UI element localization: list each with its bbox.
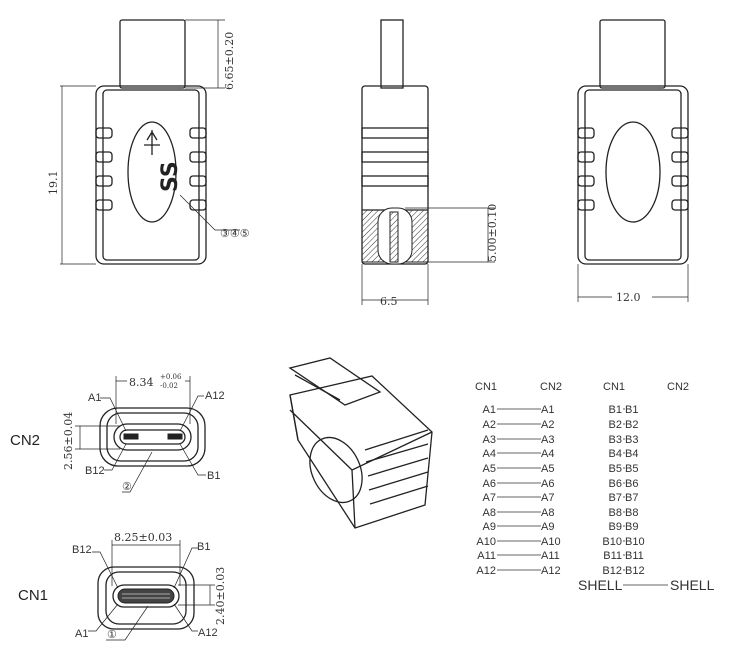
front-view: SS ③④⑤ 19.1 6.65±0.20 [47,19,250,265]
pinout-cn1-pin: A9 [483,521,496,533]
pinout-cn1-pin: A2 [483,419,496,431]
cn1-height-dimension: 2.40±0.03 [214,567,227,625]
pinout-header: CN1 [603,381,625,393]
pinout-cn2-pin: A6 [541,478,554,490]
pinout-cn2-pin: A8 [541,507,554,519]
cn2-face: CN2 8.34 +0.06 -0.02 2.56±0.04 A1 A12 B1… [10,372,225,493]
pinout-cn1-pin: A10 [476,536,496,548]
pinout-cn2-pin: B7 [625,492,638,504]
cn2-pin-label: A12 [205,390,225,402]
pinout-cn1-pin: B9 [609,521,622,533]
pinout-cn1-pin: B6 [609,478,622,490]
pinout-cn1-pin: B3 [609,434,622,446]
pinout-cn2-pin: B6 [625,478,638,490]
pinout-cn1-pin: B8 [609,507,622,519]
pinout-cn2-pin: B3 [625,434,638,446]
pinout-cn2-pin: B9 [625,521,638,533]
pinout-cn1-pin: A12 [476,565,496,577]
cn1-pin-label: A12 [198,627,218,639]
pinout-cn1-pin: B12 [602,565,622,577]
pinout-cn2-pin: B12 [625,565,645,577]
depth-dimension: 5.00±0.10 [486,204,499,262]
pinout-shell-cn2: SHELL [670,577,715,593]
pinout-cn1-pin: A8 [483,507,496,519]
pinout-cn2-pin: A7 [541,492,554,504]
cn2-pin-label: B12 [85,465,105,477]
pinout-header: CN2 [540,381,562,393]
side-width-dimension: 6.5 [380,295,398,308]
pinout-cn1-pin: A3 [483,434,496,446]
pinout-cn2-pin: B10 [625,536,645,548]
cn2-width-dimension: 8.34 [129,376,154,389]
length-dimension: 19.1 [47,171,60,196]
cn1-pin-label: A1 [75,628,88,640]
cn2-pin-label: A1 [88,392,101,404]
pinout-cn1-pin: A4 [483,448,496,460]
cn2-tolerance-plus: +0.06 [160,373,182,381]
pinout-cn2-pin: A2 [541,419,554,431]
cn2-tolerance-minus: -0.02 [160,382,178,390]
pinout-header: CN1 [475,381,497,393]
cn1-pin-label: B1 [197,541,210,553]
pinout-cn1-pin: B11 [603,550,622,562]
pinout-cn1-pin: A11 [477,550,496,562]
pinout-cn1-pin: B1 [609,404,622,416]
pinout-cn2-pin: B4 [625,448,638,460]
pinout-cn2-pin: A3 [541,434,554,446]
cn1-face: CN1 8.25±0.03 2.40±0.03 B12 B1 A1 A12 ① [18,531,227,641]
part-callout: ① [107,628,117,641]
pinout-cn1-pin: B5 [609,463,622,475]
cn2-label: CN2 [10,432,40,449]
pinout-cn1-pin: A7 [483,492,496,504]
cn2-height-dimension: 2.56±0.04 [62,412,75,470]
pinout-cn2-pin: A4 [541,448,554,460]
pinout-cn1-pin: A5 [483,463,496,475]
pinout-cn2-pin: A9 [541,521,554,533]
svg-text:SS: SS [158,161,183,192]
pinout-cn1-pin: A1 [483,404,496,416]
pinout-cn2-pin: B5 [625,463,638,475]
usb-ss-logo-icon: SS [144,130,183,192]
body-width-dimension: 12.0 [616,291,641,304]
side-view: 6.5 5.00±0.10 [361,19,499,308]
plug-length-dimension: 6.65±0.20 [223,32,236,90]
cn1-width-dimension: 8.25±0.03 [114,531,172,544]
pinout-cn1-pin: B7 [609,492,622,504]
pinout-cn2-pin: A12 [541,565,561,577]
isometric-view [288,357,433,529]
pinout-cn1-pin: B10 [602,536,622,548]
pinout-cn2-pin: B8 [625,507,638,519]
cn1-label: CN1 [18,587,48,604]
pinout-header: CN2 [667,381,689,393]
cn2-pin-label: B1 [207,470,220,482]
pinout-cn2-pin: A11 [541,550,560,562]
pinout-cn1-pin: A6 [483,478,496,490]
pinout-cn2-pin: B11 [625,550,644,562]
pinout-shell-cn1: SHELL [578,577,623,593]
parts-callout: ③④⑤ [220,227,250,240]
pinout-cn2-pin: A5 [541,463,554,475]
pinout-cn2-pin: A10 [541,536,561,548]
back-view: 12.0 [577,19,689,304]
pinout-cn2-pin: B2 [625,419,638,431]
pinout-cn1-pin: B4 [609,448,622,460]
pinout-cn2-pin: B1 [625,404,638,416]
cn1-pin-label: B12 [72,544,92,556]
pinout-cn2-pin: A1 [541,404,554,416]
part-callout: ② [122,480,132,493]
pinout-cn1-pin: B2 [609,419,622,431]
